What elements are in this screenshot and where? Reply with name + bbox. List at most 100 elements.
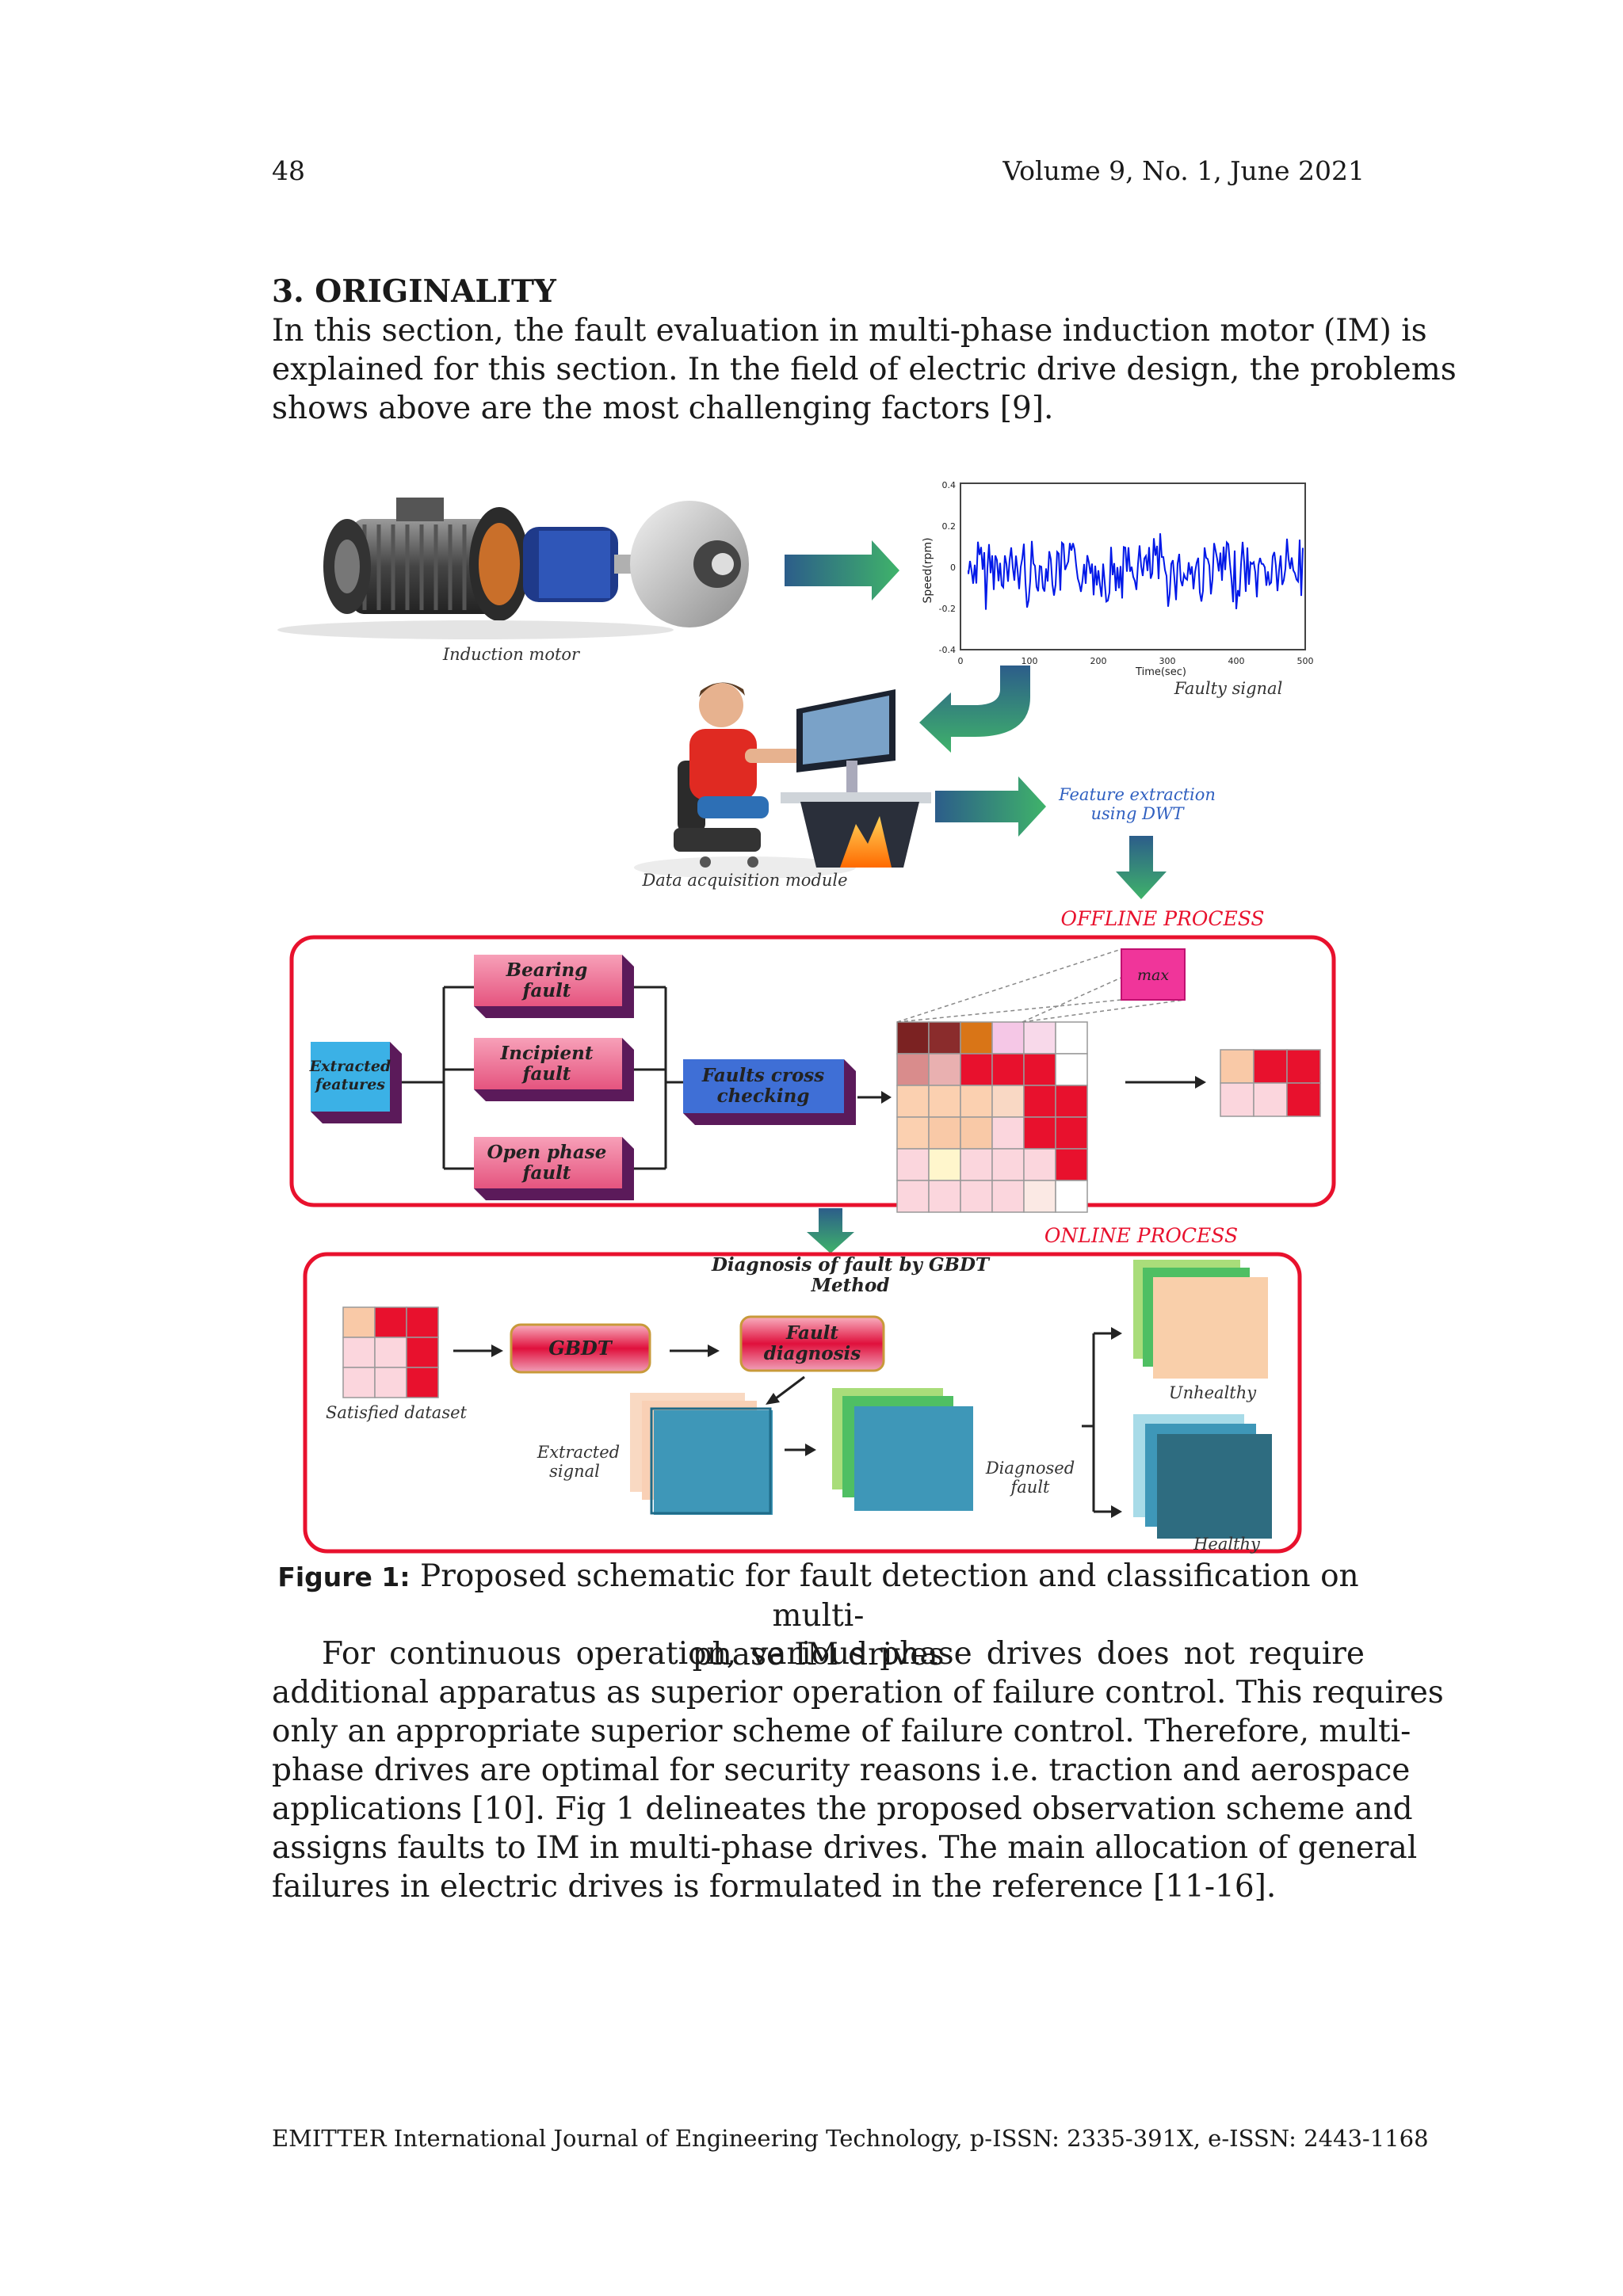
- text-line: In this section, the fault evaluation in…: [272, 313, 1427, 349]
- matrix-cell: [991, 1021, 1025, 1055]
- matrix-cell: [896, 1053, 930, 1086]
- matrix-cell: [960, 1180, 993, 1213]
- diagnosis-title: Method: [811, 1275, 890, 1296]
- bracket-lines: [1082, 1332, 1113, 1513]
- matrix-cell: [991, 1180, 1025, 1213]
- extracted-features-text: Extracted: [309, 1058, 391, 1075]
- bearing-fault-text: fault: [521, 980, 571, 1001]
- gbdt-text: GBDT: [548, 1337, 613, 1360]
- text-line: only an appropriate superior scheme of f…: [272, 1714, 1411, 1749]
- matrix-cell: [1055, 1148, 1088, 1181]
- section-title: 3. ORIGINALITY: [272, 273, 556, 310]
- incipient-fault-block: Incipient fault: [474, 1038, 634, 1101]
- matrix-cell: [960, 1116, 993, 1150]
- arrow-curved: [919, 666, 1030, 753]
- diagnosed-fault-label: Diagnosed: [985, 1459, 1075, 1478]
- arrow-head: [1195, 1076, 1206, 1089]
- matrix-cell: [1023, 1180, 1056, 1213]
- bearing-fault-text: Bearing: [506, 959, 588, 981]
- body-paragraph: For continuous operation, various phase …: [272, 1634, 1444, 1906]
- caption-text: phase IM drives: [692, 1637, 945, 1672]
- matrix-cell: [991, 1116, 1025, 1150]
- volume-info: Volume 9, No. 1, June 2021: [1002, 155, 1365, 186]
- text-line: failures in electric drives is formulate…: [272, 1869, 1277, 1905]
- ytick: 0.4: [942, 480, 957, 490]
- faults-cross-checking-block: Faults cross checking: [683, 1059, 856, 1125]
- incipient-fault-text: fault: [521, 1063, 571, 1085]
- data-acquisition-image: [634, 682, 931, 879]
- fault-diagnosis-text: Fault: [785, 1322, 838, 1344]
- diagnosis-title: Diagnosis of fault by GBDT: [711, 1254, 991, 1276]
- matrix-cell: [991, 1085, 1025, 1118]
- arrow-head: [881, 1091, 892, 1104]
- online-process-label: ONLINE PROCESS: [1044, 1224, 1238, 1247]
- gbdt-block: GBDT: [510, 1323, 651, 1374]
- caption-label: Figure 1:: [277, 1562, 411, 1592]
- arrow-down: [807, 1208, 854, 1253]
- matrix-cell: [896, 1180, 930, 1213]
- xtick: 500: [1297, 656, 1314, 666]
- plot-ylabel: Speed(rpm): [922, 537, 934, 603]
- arrow-line: [772, 1375, 805, 1402]
- bearing-fault-block: Bearing fault: [474, 955, 634, 1018]
- arrow-head: [805, 1444, 816, 1456]
- extracted-signal-label: Extracted: [537, 1443, 620, 1462]
- induction-motor-image: [277, 498, 749, 639]
- connector-lines: [402, 986, 683, 1170]
- matrix-cell: [928, 1085, 961, 1118]
- induction-motor-label: Induction motor: [442, 645, 581, 664]
- extracted-signal-label: signal: [549, 1462, 600, 1481]
- healthy-stack: [1133, 1414, 1272, 1539]
- feature-matrix: [896, 1021, 1088, 1213]
- arrow-head: [1111, 1327, 1122, 1340]
- data-acquisition-label: Data acquisition module: [641, 871, 847, 890]
- arrow-down: [1116, 836, 1167, 899]
- matrix-cell: [991, 1148, 1025, 1181]
- extracted-features-block: Extracted features: [309, 1042, 402, 1123]
- journal-footer: EMITTER International Journal of Enginee…: [272, 2125, 1429, 2152]
- matrix-cell: [1055, 1053, 1088, 1086]
- ytick: 0: [950, 563, 956, 573]
- matrix-cell: [1023, 1021, 1056, 1055]
- matrix-cell: [1055, 1116, 1088, 1150]
- offline-process-label: OFFLINE PROCESS: [1060, 907, 1264, 930]
- faults-cross-text: checking: [717, 1085, 810, 1107]
- matrix-cell: [928, 1021, 961, 1055]
- figure-1: Induction motor Speed(rpm) Time(sec) 0.4…: [277, 480, 1336, 1554]
- offline-process-box: [289, 935, 1336, 1207]
- text-line: For continuous operation, various phase …: [322, 1636, 1365, 1672]
- xtick: 300: [1159, 656, 1176, 666]
- online-process-box: [303, 1252, 1302, 1554]
- faulty-signal-plot: Speed(rpm) Time(sec) 0.4 0.2 0 -0.2 -0.4…: [922, 480, 1314, 678]
- figure-caption: Figure 1: Proposed schematic for fault d…: [272, 1557, 1365, 1674]
- matrix-cell: [960, 1053, 993, 1086]
- text-line: explained for this section. In the field…: [272, 352, 1457, 387]
- text-line: assigns faults to IM in multi-phase driv…: [272, 1830, 1418, 1866]
- matrix-cell: [960, 1085, 993, 1118]
- page-number: 48: [272, 155, 305, 186]
- open-phase-fault-text: fault: [521, 1162, 571, 1184]
- ytick: 0.2: [942, 521, 957, 532]
- open-phase-fault-text: Open phase: [487, 1142, 607, 1163]
- plot-xlabel: Time(sec): [1135, 666, 1186, 678]
- feature-extraction-label: using DWT: [1090, 804, 1185, 823]
- matrix-cell: [991, 1053, 1025, 1086]
- text-line: additional apparatus as superior operati…: [272, 1675, 1444, 1711]
- extracted-features-text: features: [314, 1076, 385, 1093]
- arrow-head: [766, 1393, 780, 1405]
- matrix-cell: [928, 1053, 961, 1086]
- max-box: [1121, 948, 1186, 1001]
- signal-trace: [968, 533, 1304, 610]
- xtick: 100: [1022, 656, 1038, 666]
- arrow-right: [935, 776, 1046, 837]
- xtick: 200: [1090, 656, 1107, 666]
- arrow-head: [708, 1344, 720, 1357]
- matrix-cell: [1055, 1021, 1088, 1055]
- ytick: -0.4: [939, 645, 956, 655]
- matrix-cell: [1023, 1085, 1056, 1118]
- intro-paragraph: In this section, the fault evaluation in…: [272, 311, 1457, 428]
- ytick: -0.2: [939, 604, 956, 614]
- matrix-cell: [1023, 1053, 1056, 1086]
- extracted-signal-stack: [630, 1393, 773, 1515]
- result-matrix: [1220, 1049, 1321, 1117]
